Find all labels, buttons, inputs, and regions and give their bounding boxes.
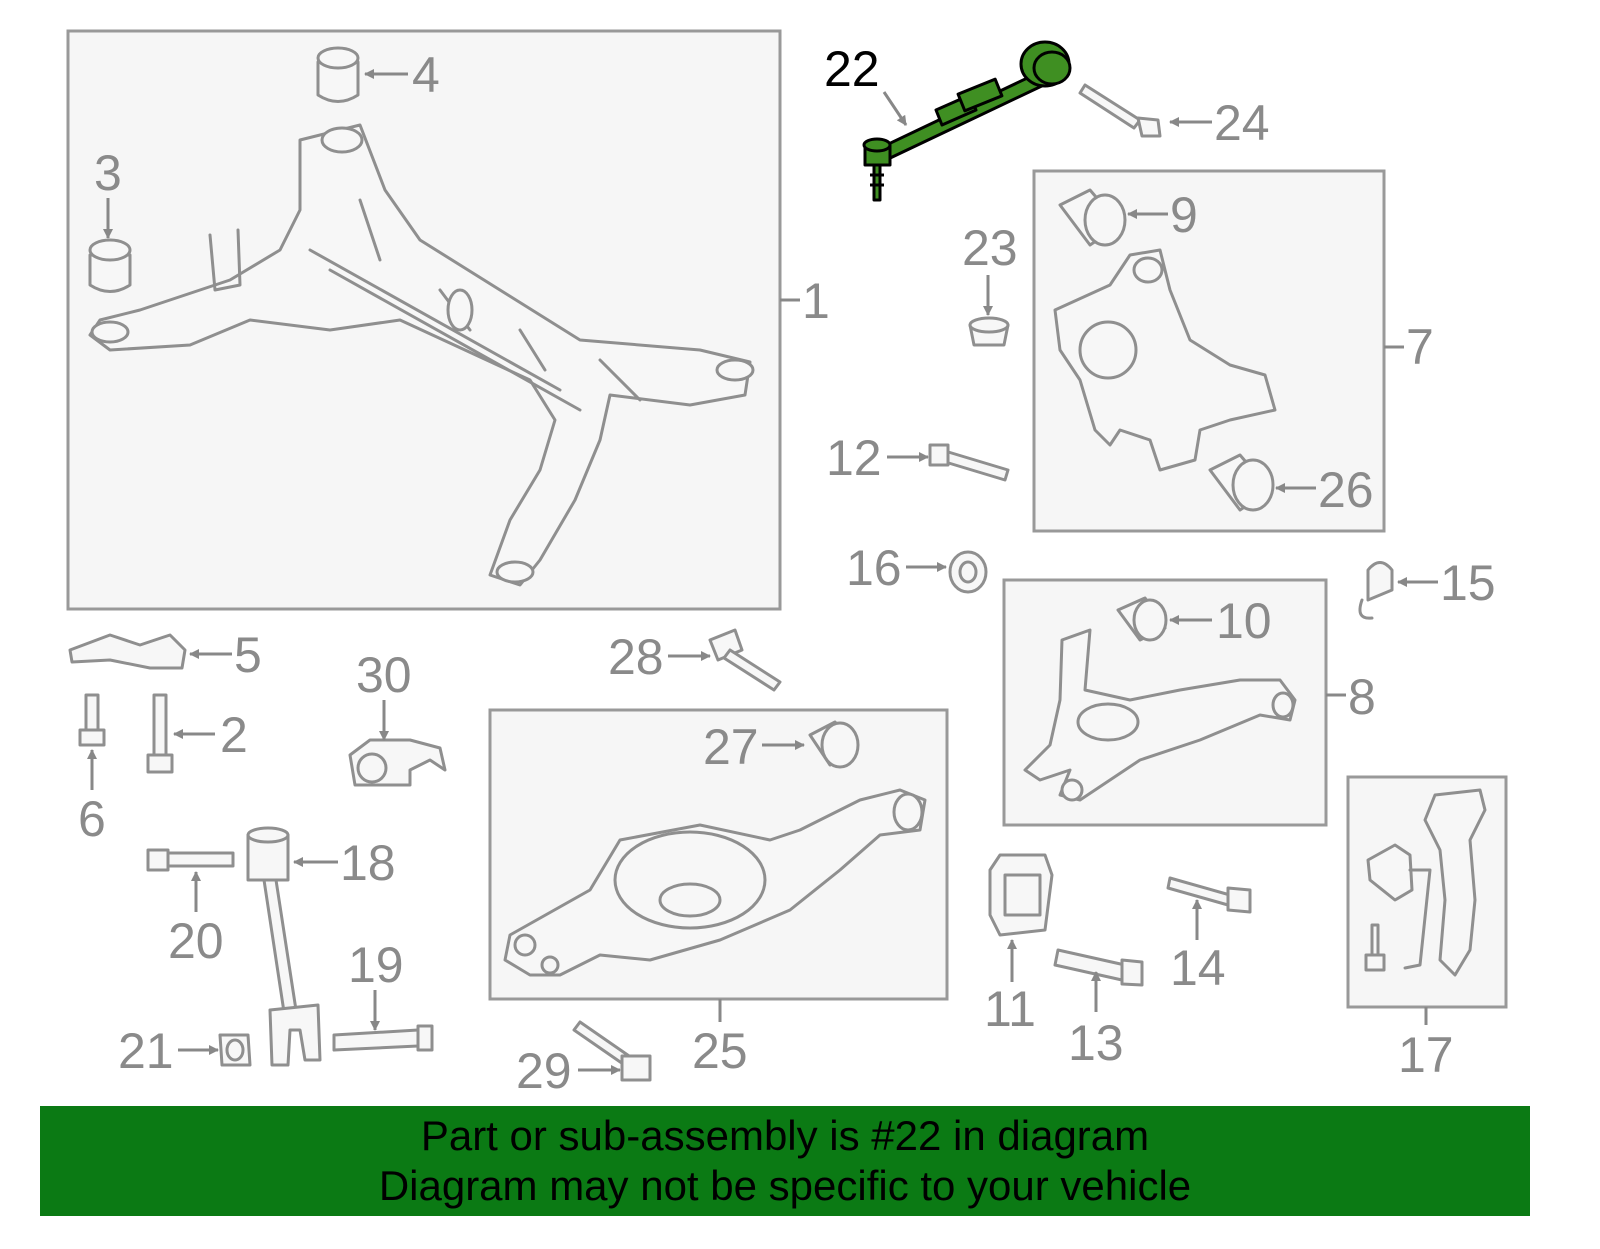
callout-4: 4: [412, 47, 440, 103]
bolt-part-28[interactable]: [708, 628, 782, 692]
callout-26: 26: [1318, 462, 1374, 518]
bolt-part-14[interactable]: [1166, 876, 1252, 914]
callout-3: 3: [94, 145, 122, 201]
callout-1: 1: [802, 273, 830, 329]
callout-6: 6: [78, 791, 106, 847]
upper-arm-part-8[interactable]: [1023, 628, 1297, 802]
callout-16: 16: [846, 540, 902, 596]
callout-29: 29: [516, 1043, 572, 1099]
info-banner: Part or sub-assembly is #22 in diagram D…: [40, 1106, 1530, 1216]
callout-22-highlighted: 22: [824, 41, 880, 97]
callout-24: 24: [1214, 95, 1270, 151]
bolt-part-6[interactable]: [78, 693, 106, 747]
callout-18: 18: [340, 835, 396, 891]
callout-10: 10: [1216, 593, 1272, 649]
callout-2: 2: [220, 707, 248, 763]
callout-30: 30: [356, 647, 412, 703]
clip-part-15[interactable]: [1358, 561, 1394, 620]
bolt-part-19[interactable]: [332, 1024, 434, 1052]
bracket-part-5[interactable]: [68, 633, 187, 670]
link-part-18[interactable]: [246, 826, 322, 1067]
callout-20: 20: [168, 913, 224, 969]
bolt-part-20[interactable]: [146, 848, 235, 872]
bolt-part-13[interactable]: [1053, 948, 1144, 987]
callout-21: 21: [118, 1023, 174, 1079]
lower-arm-part-25[interactable]: [503, 788, 927, 977]
knuckle-part-7[interactable]: [1053, 248, 1277, 472]
callout-23: 23: [962, 220, 1018, 276]
callout-9: 9: [1170, 187, 1198, 243]
bolt-part-12[interactable]: [928, 443, 1010, 482]
banner-line-1: Part or sub-assembly is #22 in diagram: [420, 1112, 1150, 1159]
bushing-part-11[interactable]: [988, 853, 1054, 937]
bushing-part-3[interactable]: [88, 238, 132, 293]
callout-15: 15: [1440, 555, 1496, 611]
bolt-part-29[interactable]: [572, 1020, 652, 1082]
callout-5: 5: [234, 627, 262, 683]
bushing-part-4[interactable]: [316, 46, 360, 103]
bushing-part-9[interactable]: [1058, 188, 1127, 247]
callout-28: 28: [608, 629, 664, 685]
height-sensor-part-17[interactable]: [1364, 788, 1487, 977]
callout-17: 17: [1398, 1027, 1454, 1083]
bracket-part-30[interactable]: [348, 738, 447, 787]
callout-12: 12: [826, 430, 882, 486]
callout-25: 25: [692, 1023, 748, 1079]
callout-19: 19: [348, 937, 404, 993]
nut-part-23[interactable]: [968, 316, 1010, 347]
callout-8: 8: [1348, 669, 1376, 725]
lateral-link-part-22[interactable]: [862, 40, 1072, 202]
bolt-part-2[interactable]: [146, 693, 174, 774]
bolt-part-24[interactable]: [1078, 83, 1162, 138]
callout-14: 14: [1170, 940, 1226, 996]
callout-11: 11: [984, 981, 1036, 1037]
nut-part-21[interactable]: [218, 1033, 252, 1067]
callout-7: 7: [1406, 319, 1434, 375]
bushing-part-26[interactable]: [1208, 453, 1275, 512]
nut-part-16[interactable]: [948, 550, 988, 594]
subframe-part[interactable]: [88, 123, 755, 587]
leader-lines: [87, 69, 1438, 1075]
callout-13: 13: [1068, 1015, 1124, 1071]
bushing-part-10[interactable]: [1116, 596, 1168, 642]
bushing-part-27[interactable]: [808, 720, 860, 769]
callout-labels: 1 2 3 4 5 6 7 8 9 10 11 12 13 14 15 16 1…: [78, 41, 1496, 1099]
callout-27: 27: [703, 719, 759, 775]
banner-line-2: Diagram may not be specific to your vehi…: [378, 1162, 1192, 1209]
